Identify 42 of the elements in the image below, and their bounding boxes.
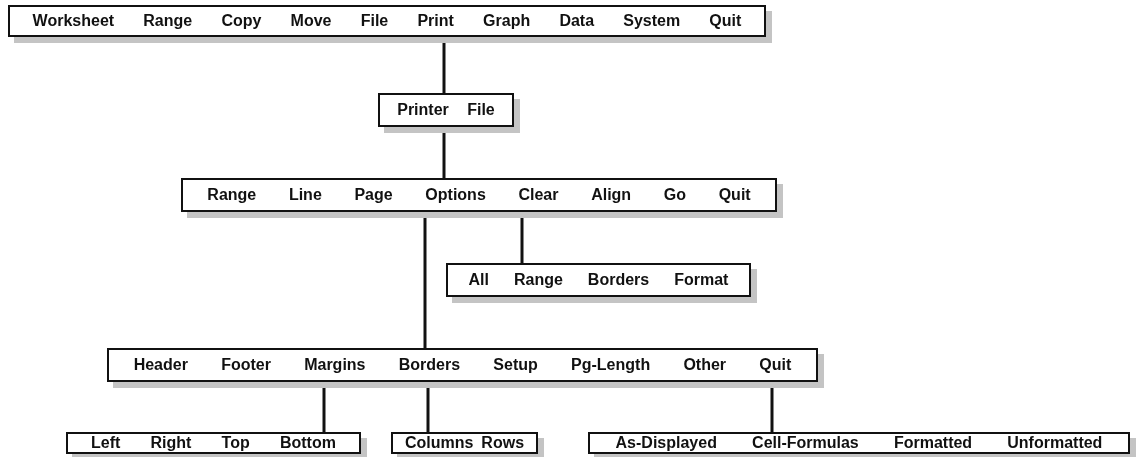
menu-item: Margins (304, 356, 366, 374)
menu-item: Footer (221, 356, 271, 374)
menu-item: System (623, 12, 681, 30)
menu-item: Go (663, 186, 686, 204)
menu-item: Range (207, 186, 257, 204)
menu-item: Range (513, 271, 563, 289)
menu-item: Unformatted (1007, 434, 1103, 452)
menu-item: Graph (483, 12, 531, 30)
menu-item: Top (221, 434, 250, 452)
menu-item: Line (288, 186, 322, 204)
menu-item: Options (425, 186, 486, 204)
menu-item: Bottom (279, 434, 336, 452)
menu-item: Move (290, 12, 332, 30)
menu-item: Cell-Formulas (752, 434, 859, 452)
menu-item: Quit (709, 12, 742, 30)
menu-item: Align (591, 186, 632, 204)
menu-item: Columns (404, 434, 474, 452)
menu-item: Quit (718, 186, 751, 204)
menu-item: Quit (759, 356, 792, 374)
menu-item: Printer (397, 101, 449, 119)
menu-item: Other (683, 356, 727, 374)
menu-item: Rows (481, 434, 525, 452)
menu-item: All (468, 271, 489, 289)
menu-item: Pg-Length (571, 356, 651, 374)
menu-item: Worksheet (32, 12, 115, 30)
menu-item: Format (674, 271, 729, 289)
menu-item: File (467, 101, 495, 119)
menu-item: Header (133, 356, 188, 374)
menu-item: Page (354, 186, 393, 204)
menu-item: Clear (518, 186, 559, 204)
menu-item: File (360, 12, 389, 30)
menu-item: Formatted (893, 434, 973, 452)
menu-item: Copy (221, 12, 262, 30)
menu-item: Right (150, 434, 192, 452)
menu-item: Borders (398, 356, 461, 374)
menu-item: As-Displayed (615, 434, 717, 452)
menu-item: Print (417, 12, 454, 30)
menu-item: Left (91, 434, 121, 452)
menu-item: Range (143, 12, 193, 30)
menu-item: Setup (493, 356, 538, 374)
menu-item: Borders (587, 271, 650, 289)
menu-item: Data (559, 12, 595, 30)
